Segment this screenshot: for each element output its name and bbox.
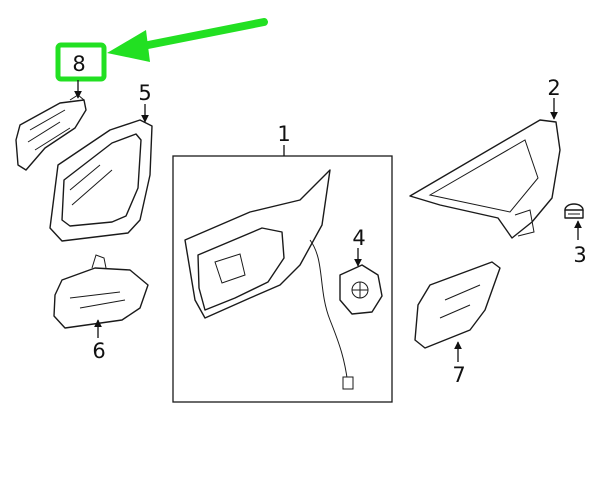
part-7-mirror-glass [414,261,501,349]
part-1-mirror-assembly [184,169,354,390]
callout-5: 5 [138,81,151,105]
part-8-cover-strip [15,94,87,171]
callout-7: 7 [452,363,465,387]
part-4-motor [339,264,383,315]
callout-6: 6 [92,339,105,363]
part-2-bracket [409,119,561,239]
callout-3: 3 [573,243,586,267]
part-3-bolt [564,203,584,219]
assembly-box [172,155,393,403]
part-6-lower-cover [53,254,149,329]
callout-8-highlight-box [55,42,107,82]
callout-4: 4 [352,226,365,250]
callout-8: 8 [72,52,85,76]
callout-2: 2 [547,76,560,100]
callout-1: 1 [277,122,290,146]
part-5-mirror-housing [49,119,153,242]
leader-lines [74,80,582,362]
green-arrow-icon [107,18,268,62]
